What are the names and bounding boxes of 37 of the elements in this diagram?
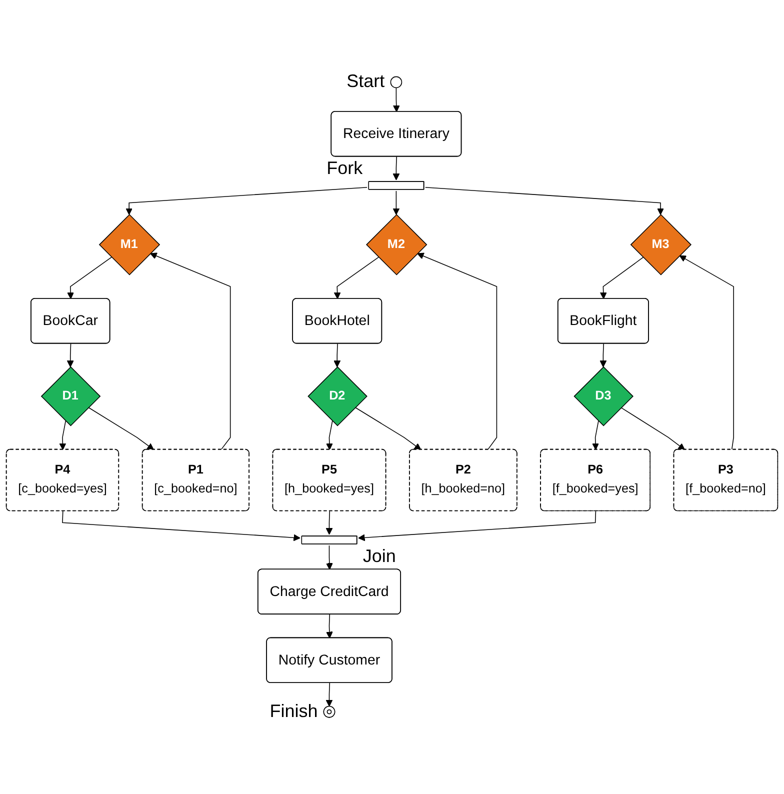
arrow: [354, 407, 422, 450]
node-caption: Finish: [270, 700, 318, 722]
node-diamond: M1: [98, 214, 160, 276]
arrow: [150, 252, 231, 450]
arrow: [62, 510, 300, 542]
arrow: [326, 545, 333, 570]
arrow: [126, 186, 368, 215]
node-diamond: M2: [366, 214, 428, 276]
arrow: [326, 510, 333, 535]
arrow: [600, 256, 644, 300]
arrow: [679, 255, 734, 450]
node-diamond: D3: [574, 366, 634, 426]
arrow: [59, 420, 66, 450]
arrow: [620, 407, 686, 450]
arrow: [88, 407, 154, 450]
arrow: [326, 614, 333, 638]
arrow: [417, 252, 498, 450]
node-diamond: D2: [308, 366, 368, 426]
arrow: [392, 87, 400, 112]
arrow: [334, 343, 341, 368]
node-caption: Start: [346, 71, 385, 92]
arrow: [67, 256, 112, 300]
node-diamond: D1: [40, 366, 101, 426]
arrow: [392, 190, 400, 215]
arrow: [334, 256, 379, 300]
node-circle: [390, 76, 402, 88]
arrow: [600, 343, 607, 368]
arrow: [592, 420, 599, 450]
arrow: [392, 156, 400, 180]
arrow: [326, 420, 333, 450]
arrow: [326, 682, 333, 707]
arrow: [66, 343, 74, 368]
arrow: [424, 186, 664, 215]
node-caption: Fork: [326, 158, 363, 179]
arrow: [358, 510, 596, 542]
node-diamond: M3: [630, 214, 692, 276]
node-caption: Join: [362, 546, 396, 567]
